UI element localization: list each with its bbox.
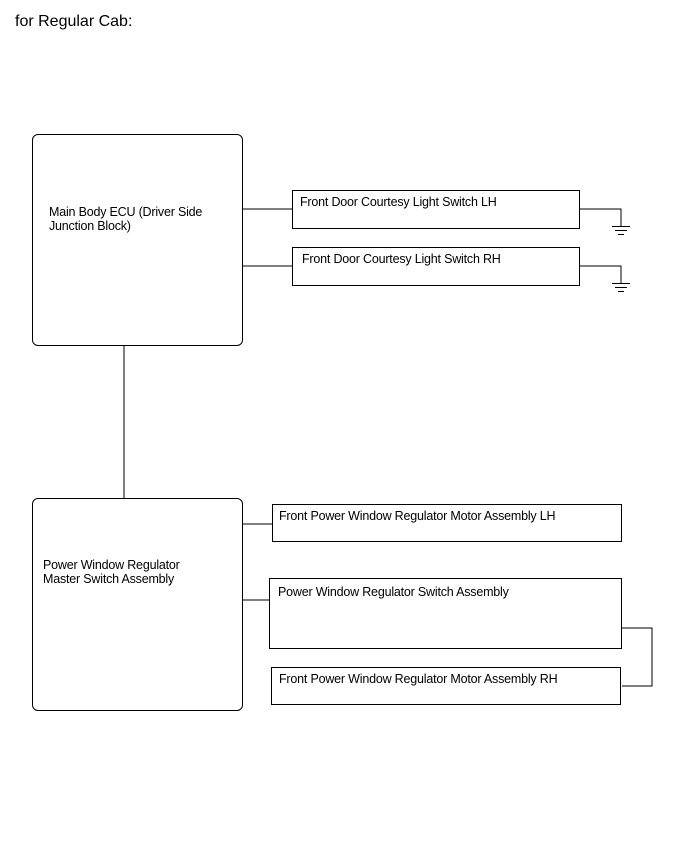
wire-courtesy-rh-to-ground xyxy=(580,265,622,283)
master-switch-block: Power Window Regulator Master Switch Ass… xyxy=(32,498,243,711)
motor-assembly-lh-box: Front Power Window Regulator Motor Assem… xyxy=(272,504,622,542)
wire-courtesy-lh-to-ground xyxy=(580,208,622,226)
diagram-heading: for Regular Cab: xyxy=(15,13,133,30)
main-body-ecu-block: Main Body ECU (Driver Side Junction Bloc… xyxy=(32,134,243,346)
ground-icon xyxy=(612,226,630,235)
courtesy-light-switch-lh-label: Front Door Courtesy Light Switch LH xyxy=(300,195,497,209)
courtesy-light-switch-rh-label: Front Door Courtesy Light Switch RH xyxy=(302,252,501,266)
courtesy-light-switch-rh-box: Front Door Courtesy Light Switch RH xyxy=(292,247,580,286)
master-switch-label: Power Window Regulator Master Switch Ass… xyxy=(43,558,180,586)
ground-icon xyxy=(612,283,630,292)
motor-assembly-rh-label: Front Power Window Regulator Motor Assem… xyxy=(279,672,558,686)
motor-assembly-lh-label: Front Power Window Regulator Motor Assem… xyxy=(279,509,556,523)
regulator-switch-box: Power Window Regulator Switch Assembly xyxy=(269,578,622,649)
regulator-switch-label: Power Window Regulator Switch Assembly xyxy=(278,585,509,599)
motor-assembly-rh-box: Front Power Window Regulator Motor Assem… xyxy=(271,667,621,705)
courtesy-light-switch-lh-box: Front Door Courtesy Light Switch LH xyxy=(292,190,580,229)
main-body-ecu-label: Main Body ECU (Driver Side Junction Bloc… xyxy=(49,205,203,233)
wire-regulator-switch-to-motor-rh xyxy=(622,627,653,687)
